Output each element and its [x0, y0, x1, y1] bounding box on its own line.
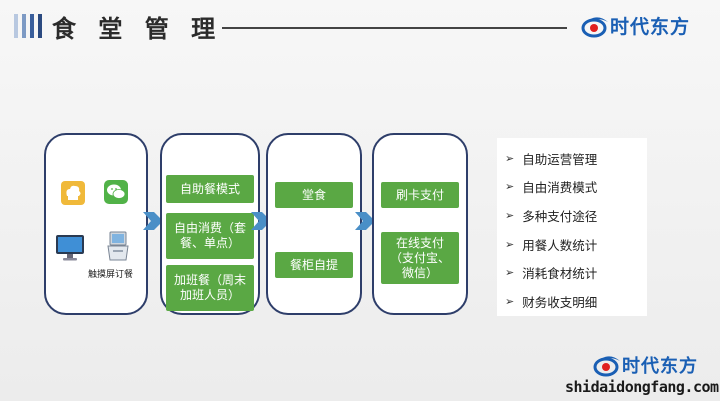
mode-free-consumption: 自由消费（套餐、单点）: [166, 213, 254, 259]
flow-arrow-3: [355, 212, 375, 230]
chevron-right-icon: ➢: [505, 151, 515, 165]
feature-list: ➢自助运营管理 ➢自由消费模式 ➢多种支付途径 ➢用餐人数统计 ➢消耗食材统计 …: [497, 138, 647, 316]
chevron-right-icon: ➢: [505, 266, 515, 280]
header-bar-4: [38, 14, 42, 38]
list-item: ➢用餐人数统计: [505, 237, 598, 253]
brand-logo-bottom: 时代东方: [592, 352, 698, 378]
list-item: ➢财务收支明细: [505, 294, 598, 310]
payment-group: [372, 133, 468, 315]
kiosk-label: 触摸屏订餐: [88, 270, 134, 280]
wechat-icon: [104, 180, 128, 204]
dining-locker-pickup: 餐柜自提: [275, 252, 353, 278]
header-bar-1: [14, 14, 18, 38]
payment-card: 刷卡支付: [381, 182, 459, 208]
site-url: shidaidongfang.com: [565, 378, 719, 396]
chevron-right-icon: ➢: [505, 208, 515, 222]
dining-group: [266, 133, 362, 315]
page-title: 食 堂 管 理: [52, 15, 223, 43]
brand-name: 时代东方: [610, 16, 691, 38]
brand-name: 时代东方: [622, 356, 698, 377]
header-bar-2: [22, 14, 26, 38]
mode-buffet: 自助餐模式: [166, 175, 254, 203]
computer-monitor-icon: [56, 235, 84, 261]
mode-overtime-meal: 加班餐（周末加班人员）: [166, 265, 254, 311]
brand-logo-top: 时代东方: [580, 12, 690, 39]
eye-logo-icon: [581, 16, 608, 37]
payment-online: 在线支付（支付宝、微信）: [381, 232, 459, 284]
chevron-right-icon: ➢: [505, 294, 515, 308]
eye-logo-icon: [593, 356, 620, 377]
title-divider: [222, 27, 567, 29]
list-item: ➢消耗食材统计: [505, 266, 598, 282]
flow-arrow-1: [143, 212, 163, 230]
list-item: ➢多种支付途径: [505, 208, 598, 224]
chevron-right-icon: ➢: [505, 237, 515, 251]
chef-hat-icon: [61, 181, 85, 205]
touch-kiosk-icon: [107, 231, 129, 261]
channels-group: [44, 133, 148, 315]
header-bar-3: [30, 14, 34, 38]
list-item: ➢自助运营管理: [505, 151, 598, 167]
chevron-right-icon: ➢: [505, 180, 515, 194]
list-item: ➢自由消费模式: [505, 180, 598, 196]
dining-dine-in: 堂食: [275, 182, 353, 208]
